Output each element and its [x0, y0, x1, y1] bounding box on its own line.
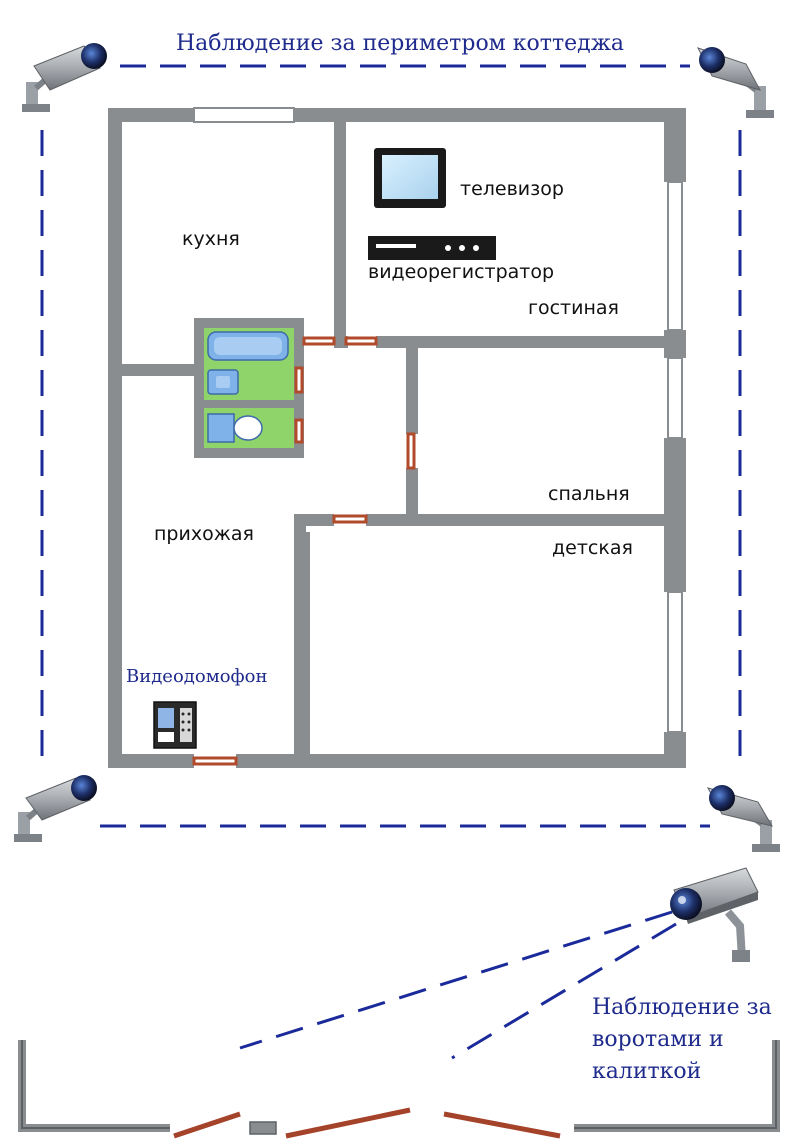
- house-walls: [108, 107, 686, 768]
- camera-icon: [670, 867, 759, 962]
- gate-leaves: [173, 1107, 561, 1139]
- room-hallway: прихожая: [154, 523, 254, 545]
- toilet-icon: [207, 413, 263, 443]
- camera-icon: [697, 47, 774, 118]
- room-living-room: гостиная: [528, 297, 619, 319]
- doors: [192, 336, 416, 766]
- fence: [18, 1040, 780, 1135]
- camera-icon: [707, 785, 780, 852]
- gate-title: Наблюдение за воротами и калиткой: [592, 995, 772, 1084]
- gate-sight-lines: [239, 910, 677, 1060]
- camera-icon: [14, 775, 97, 842]
- dvr-label: видеорегистратор: [368, 261, 554, 283]
- camera-icon: [22, 43, 107, 112]
- interior-walls: [108, 108, 668, 768]
- room-nursery: детская: [552, 537, 633, 559]
- sink-icon: [207, 369, 239, 395]
- room-kitchen: кухня: [182, 228, 240, 250]
- intercom-label: Видеодомофон: [126, 666, 267, 687]
- intercom-icon: [153, 701, 197, 749]
- gate-title-line-3: калиткой: [592, 1059, 701, 1084]
- room-bedroom: спальня: [548, 483, 630, 505]
- bathroom: [204, 328, 294, 448]
- tv-icon: [374, 148, 446, 208]
- gate-title-line-2: воротами и: [592, 1027, 724, 1052]
- gate-title-line-1: Наблюдение за: [592, 995, 772, 1020]
- perimeter-line: [40, 64, 742, 828]
- tv-label: телевизор: [460, 178, 564, 200]
- perimeter-title: Наблюдение за периметром коттеджа: [176, 31, 624, 56]
- dvr-icon: [368, 236, 496, 260]
- bathtub-icon: [207, 331, 289, 361]
